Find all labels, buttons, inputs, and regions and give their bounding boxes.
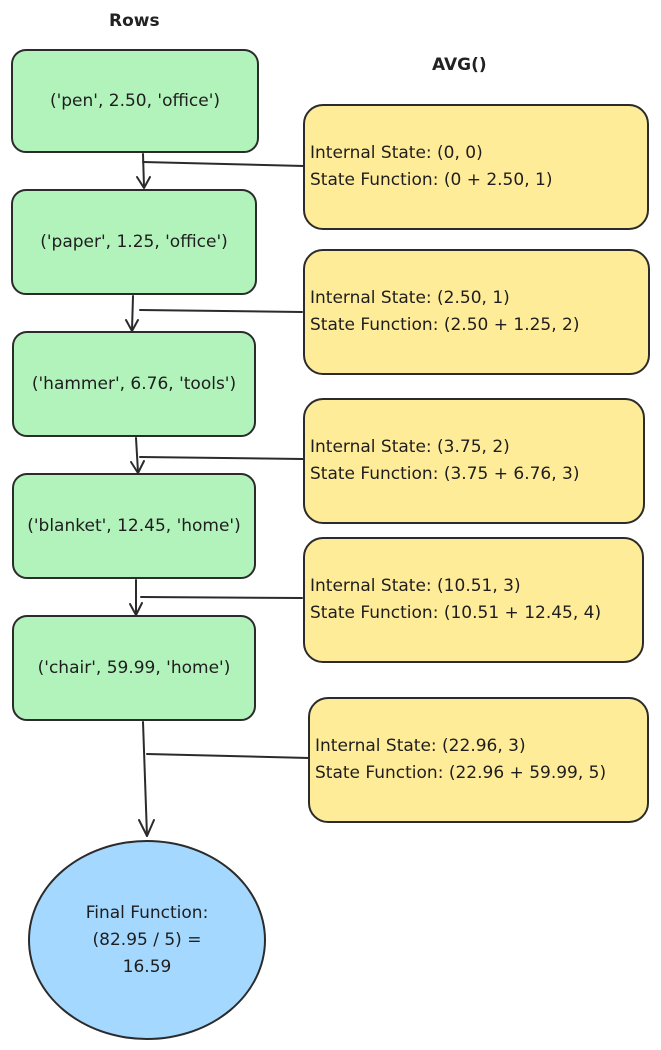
- state-function-text: State Function: (3.75 + 6.76, 3): [310, 464, 580, 484]
- rows-header: Rows: [109, 11, 160, 31]
- state-box-3: Internal State: (3.75, 2) State Function…: [303, 398, 645, 524]
- arrow-row5-final: [142, 721, 148, 837]
- state-function-text: State Function: (10.51 + 12.45, 4): [310, 603, 602, 623]
- row-box-3: ('hammer', 6.76, 'tools'): [12, 331, 256, 437]
- row-box-4: ('blanket', 12.45, 'home'): [12, 473, 256, 579]
- connector-state5: [146, 753, 310, 759]
- connector-state1: [142, 161, 305, 167]
- row-box-5: ('chair', 59.99, 'home'): [12, 615, 256, 721]
- internal-state-text: Internal State: (0, 0): [310, 143, 483, 163]
- internal-state-text: Internal State: (10.51, 3): [310, 576, 521, 596]
- row-label: ('blanket', 12.45, 'home'): [27, 516, 241, 536]
- arrow-row3-row4: [135, 437, 139, 473]
- internal-state-text: Internal State: (3.75, 2): [310, 437, 510, 457]
- final-function-node: Final Function: (82.95 / 5) = 16.59: [28, 840, 266, 1040]
- final-line-3: 16.59: [122, 956, 172, 977]
- state-box-4: Internal State: (10.51, 3) State Functio…: [303, 537, 644, 663]
- connector-state2: [139, 309, 303, 313]
- state-function-text: State Function: (22.96 + 59.99, 5): [315, 763, 607, 783]
- state-function-text: State Function: (0 + 2.50, 1): [310, 170, 553, 190]
- row-box-2: ('paper', 1.25, 'office'): [11, 189, 257, 295]
- row-label: ('chair', 59.99, 'home'): [37, 658, 231, 678]
- state-function-text: State Function: (2.50 + 1.25, 2): [310, 315, 580, 335]
- arrow-row2-row3: [131, 295, 134, 331]
- connector-state3: [139, 456, 304, 460]
- row-box-1: ('pen', 2.50, 'office'): [11, 49, 259, 153]
- arrowhead-row5-final: [138, 819, 155, 837]
- final-line-1: Final Function:: [85, 902, 209, 923]
- internal-state-text: Internal State: (22.96, 3): [315, 736, 526, 756]
- state-box-5: Internal State: (22.96, 3) State Functio…: [308, 697, 649, 823]
- internal-state-text: Internal State: (2.50, 1): [310, 288, 510, 308]
- row-label: ('paper', 1.25, 'office'): [40, 232, 228, 252]
- state-box-1: Internal State: (0, 0) State Function: (…: [303, 104, 649, 230]
- connector-state4: [140, 596, 303, 599]
- row-label: ('hammer', 6.76, 'tools'): [31, 374, 237, 394]
- arrow-row1-row2: [142, 153, 145, 188]
- arrowhead-row1-row2: [136, 176, 151, 189]
- state-box-2: Internal State: (2.50, 1) State Function…: [303, 249, 650, 375]
- avg-header: AVG(): [432, 55, 487, 75]
- row-label: ('pen', 2.50, 'office'): [49, 91, 221, 111]
- final-line-2: (82.95 / 5) =: [92, 929, 202, 950]
